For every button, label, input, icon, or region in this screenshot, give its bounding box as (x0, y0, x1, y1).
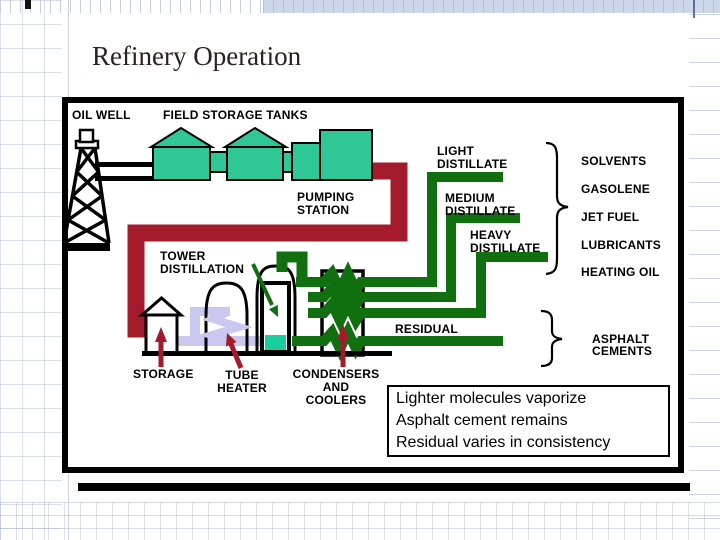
label-line: HEAVY (470, 228, 512, 242)
distillates-brace (545, 141, 569, 276)
tower-distillation-label: TOWER DISTILLATION (160, 250, 244, 276)
heater-coil (197, 308, 253, 347)
label-line: LIGHT (437, 144, 474, 158)
tank3 (291, 142, 321, 181)
label-line: ASPHALT (592, 332, 650, 346)
label-line: AND (322, 380, 350, 394)
oil-well-label: OIL WELL (72, 108, 131, 122)
label-line: COOLERS (305, 393, 367, 407)
medium-distillate-label: MEDIUM DISTILLATE (445, 192, 515, 218)
heavy-distillate-label: HEAVY DISTILLATE (470, 229, 540, 255)
storage-roof (137, 296, 186, 317)
derrick-crown (78, 128, 95, 144)
tower-feed-arrow-head (268, 305, 278, 317)
tower-residual-liquid (265, 335, 286, 350)
tower-shell (255, 264, 297, 353)
label-line: DISTILLATE (437, 157, 508, 171)
top-ruler-guide (693, 0, 695, 18)
tank1 (152, 146, 211, 181)
product-lubricants: LUBRICANTS (581, 238, 661, 252)
note-line: Asphalt cement remains (396, 412, 568, 429)
field-storage-tanks-group (147, 126, 373, 181)
top-ruler-right (263, 0, 720, 13)
label-line: MEDIUM (445, 191, 495, 205)
tank-connector1 (209, 151, 228, 173)
note-line: Lighter molecules vaporize (396, 390, 587, 407)
tower-vapor-pipe (276, 251, 308, 286)
top-ruler-left (0, 0, 263, 13)
tube-heater-arrow-head (226, 333, 237, 347)
top-ruler-marker (25, 0, 31, 9)
flow-arrows (155, 324, 349, 369)
light-distillate-label: LIGHT DISTILLATE (437, 145, 507, 171)
storage-label: STORAGE (133, 367, 194, 381)
condenser-arrow-head (337, 324, 349, 340)
label-line: CEMENTS (592, 344, 653, 358)
diagram-frame-shadow (78, 483, 690, 491)
right-margin-grid (689, 14, 720, 534)
medium-distillate-pipe (308, 213, 520, 317)
asphalt-cements-label: ASPHALT CEMENTS (592, 333, 652, 357)
label-line: CONDENSERS (292, 367, 380, 381)
note-box: Lighter molecules vaporize Asphalt cemen… (387, 385, 670, 457)
note-line: Residual varies in consistency (396, 434, 611, 451)
label-line: STATION (297, 203, 350, 217)
heavy-distillate-pipe (308, 252, 548, 333)
residual-brace (540, 309, 563, 368)
label-line: PUMPING (297, 190, 355, 204)
bottom-margin-grid (0, 502, 720, 540)
tank2-roof (221, 126, 290, 148)
tower-feed-arrow-shaft (251, 263, 274, 306)
product-gasolene: GASOLENE (581, 182, 650, 196)
tank1-roof (147, 126, 216, 148)
product-jet-fuel: JET FUEL (581, 210, 640, 224)
tube-heater-dome (204, 281, 249, 353)
page-title: Refinery Operation (92, 41, 302, 71)
light-distillate-pipe (296, 172, 503, 302)
tube-heater-arrow-shaft (228, 343, 244, 369)
label-line: DISTILLATION (160, 262, 245, 276)
residual-label: RESIDUAL (395, 322, 458, 336)
label-line: DISTILLATE (470, 241, 541, 255)
tank2 (226, 146, 284, 181)
ground-line (142, 351, 392, 356)
product-solvents: SOLVENTS (581, 154, 647, 168)
product-heating-oil: HEATING OIL (581, 265, 660, 279)
pumping-station-label: PUMPING STATION (297, 191, 354, 217)
pumping-station-building (319, 129, 373, 181)
field-storage-tanks-label: FIELD STORAGE TANKS (163, 108, 308, 122)
crude-oil-pipe (127, 162, 408, 338)
well-pipe-upper (95, 162, 153, 167)
label-line: DISTILLATE (445, 204, 516, 218)
label-line: TUBE (225, 368, 259, 382)
derrick-base (63, 243, 110, 251)
storage-arrow-head (155, 327, 167, 342)
label-line: TOWER (160, 249, 206, 263)
left-margin-grid (0, 0, 62, 540)
label-line: HEATER (217, 381, 267, 395)
well-pipe-lower (95, 176, 153, 181)
condensers-label: CONDENSERS AND COOLERS (286, 368, 386, 407)
tube-heater-label: TUBE HEATER (211, 369, 273, 395)
